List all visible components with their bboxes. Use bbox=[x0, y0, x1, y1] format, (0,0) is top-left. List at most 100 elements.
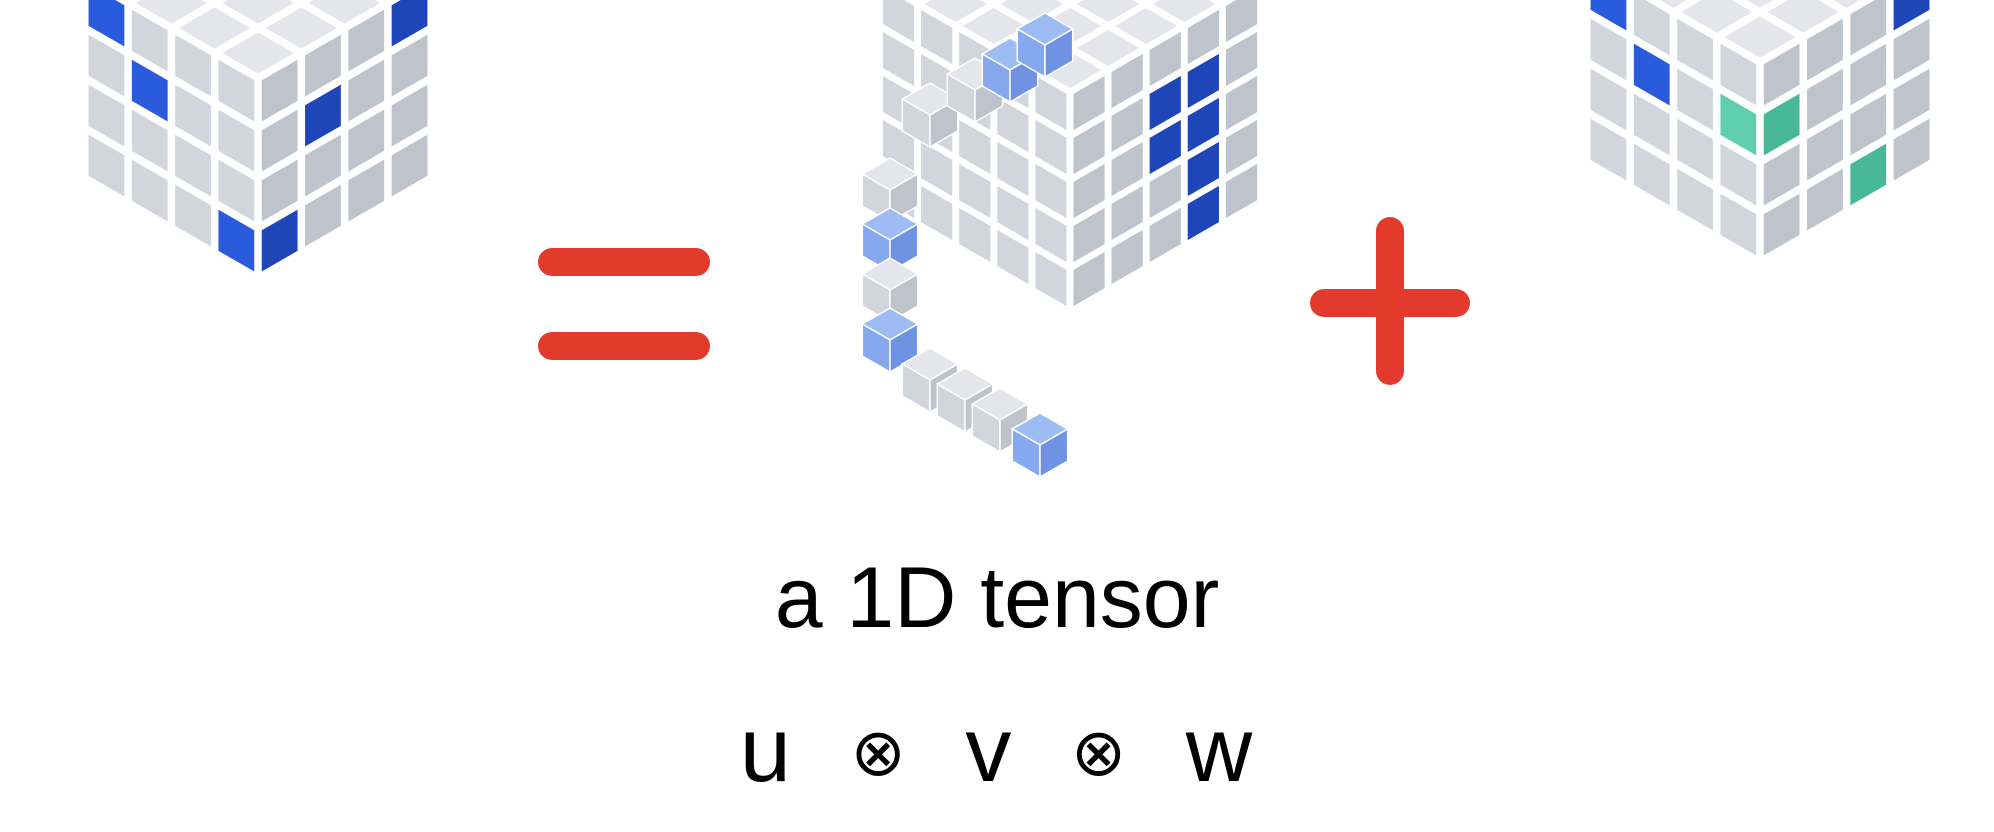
cube-cell-face bbox=[1722, 14, 1798, 60]
cube-cell-face bbox=[1033, 117, 1069, 177]
cube-cell-face bbox=[1589, 0, 1628, 33]
cube-cell-face bbox=[1186, 95, 1221, 155]
cube-cell-face bbox=[1110, 139, 1145, 199]
cube-cell-face bbox=[1678, 0, 1755, 35]
cube-cell-face bbox=[1224, 117, 1259, 177]
cube-cell-face bbox=[1074, 0, 1142, 24]
cube-cell-face bbox=[87, 0, 126, 49]
cube-cell-face bbox=[87, 32, 126, 99]
cube-cell-face bbox=[173, 82, 213, 149]
cube-cell-face bbox=[1589, 66, 1628, 133]
cube-cell-face bbox=[1033, 249, 1069, 309]
cube-cell-face bbox=[303, 82, 343, 149]
cube-cell-face bbox=[1143, 0, 1150, 2]
cube-cell-face bbox=[1718, 41, 1758, 108]
cube-cell-face bbox=[130, 157, 170, 224]
cube-cell-face bbox=[1186, 51, 1221, 111]
cube-cell-face bbox=[390, 0, 429, 49]
cube-cell-face bbox=[87, 82, 126, 149]
cube-cell-face bbox=[1224, 0, 1259, 45]
cube-cell-face bbox=[1148, 205, 1183, 265]
cube-cell-face bbox=[303, 132, 343, 199]
cube-cell-face bbox=[1892, 116, 1931, 183]
cube-cell-face bbox=[1110, 183, 1145, 243]
cube-cell-face bbox=[260, 207, 300, 274]
cube-cell-face bbox=[1071, 205, 1107, 265]
cube-cell-face bbox=[346, 57, 386, 124]
cube-cell-face bbox=[1848, 41, 1888, 108]
cube-cell-face bbox=[960, 6, 1028, 46]
cube-cell-face bbox=[1110, 95, 1145, 155]
cube-cell-face bbox=[957, 161, 992, 221]
cube-cell-face bbox=[1892, 66, 1931, 133]
cube-cell-face bbox=[1718, 141, 1758, 208]
cube-cell-face bbox=[914, 0, 921, 2]
cube-cell-face bbox=[1848, 0, 1888, 58]
cube-cell-face bbox=[1848, 91, 1888, 158]
cube-cell-face bbox=[1657, 0, 1690, 10]
cube-cell-face bbox=[216, 107, 256, 174]
cube-cell-face bbox=[995, 139, 1030, 199]
cube-cell-face bbox=[1892, 16, 1931, 83]
cube-cell-face bbox=[390, 32, 429, 99]
cube-cell-face bbox=[1762, 141, 1802, 208]
cube-cell-face bbox=[1632, 141, 1672, 208]
cube-cell-face bbox=[130, 107, 170, 174]
tensor-product-icon: ⊗ bbox=[850, 715, 908, 789]
cube-cell-face bbox=[303, 32, 343, 99]
cube-cell-face bbox=[1632, 41, 1672, 108]
cube-cell-face bbox=[216, 157, 256, 224]
cube-cell-face bbox=[1150, 0, 1218, 24]
cube-cell-face bbox=[1675, 16, 1715, 83]
cube-cell-face bbox=[1148, 117, 1183, 177]
cube-cell-face bbox=[176, 5, 253, 51]
cube-cell-face bbox=[260, 157, 300, 224]
cube-cell-face bbox=[220, 0, 296, 26]
cube-cell-face bbox=[1718, 191, 1758, 258]
cube-cell-face bbox=[130, 7, 170, 74]
cube-cell-face bbox=[1632, 91, 1672, 158]
outer-product-formula: u ⊗ v ⊗ w bbox=[0, 700, 1994, 802]
cube-cell-face bbox=[306, 0, 383, 26]
cube-cell-face bbox=[1762, 191, 1802, 258]
vector-u: u bbox=[739, 699, 793, 801]
cube-cell-face bbox=[1066, 0, 1074, 2]
cube-cell-face bbox=[881, 0, 916, 45]
vector-element-cube bbox=[1039, 427, 1069, 479]
cube-cell-face bbox=[1224, 161, 1259, 221]
cube-cell-face bbox=[1148, 29, 1183, 89]
full-3d-tensor-cube bbox=[87, 0, 429, 274]
caption-main: a 1D tensor bbox=[774, 550, 1220, 646]
cube-cell-face bbox=[346, 157, 386, 224]
cube-cell-face bbox=[990, 0, 997, 2]
cube-cell-face bbox=[1718, 91, 1758, 158]
cube-cell-face bbox=[1675, 166, 1715, 233]
cube-cell-face bbox=[1071, 117, 1107, 177]
cube-cell-face bbox=[263, 5, 340, 51]
vector-w: w bbox=[1185, 699, 1255, 801]
cube-cell-face bbox=[173, 132, 213, 199]
cube-cell-face bbox=[1765, 0, 1842, 35]
cube-cell-face bbox=[1675, 66, 1715, 133]
cube-cell-face bbox=[919, 139, 954, 199]
cube-cell-face bbox=[1805, 116, 1845, 183]
cube-cell-face bbox=[1186, 183, 1221, 243]
cube-cell-face bbox=[1805, 166, 1845, 233]
cube-cell-face bbox=[390, 82, 429, 149]
cube-cell-face bbox=[922, 0, 990, 24]
cube-cell-face bbox=[303, 182, 343, 249]
cube-cell-face bbox=[1224, 73, 1259, 133]
cube-cell-face bbox=[1805, 16, 1845, 83]
tensor-product-icon: ⊗ bbox=[1070, 715, 1129, 789]
cube-cell-face bbox=[220, 30, 296, 76]
cube-cell-face bbox=[1110, 227, 1145, 287]
cube-cell-face bbox=[919, 7, 954, 67]
cube-cell-face bbox=[1219, 0, 1226, 2]
cube-cell-face bbox=[1033, 205, 1069, 265]
vector-element-cube bbox=[1044, 27, 1074, 79]
cube-cell-face bbox=[1148, 73, 1183, 133]
cube-cell-face bbox=[1112, 6, 1180, 46]
cube-cell-face bbox=[1762, 91, 1802, 158]
cube-cell-face bbox=[1148, 161, 1183, 221]
